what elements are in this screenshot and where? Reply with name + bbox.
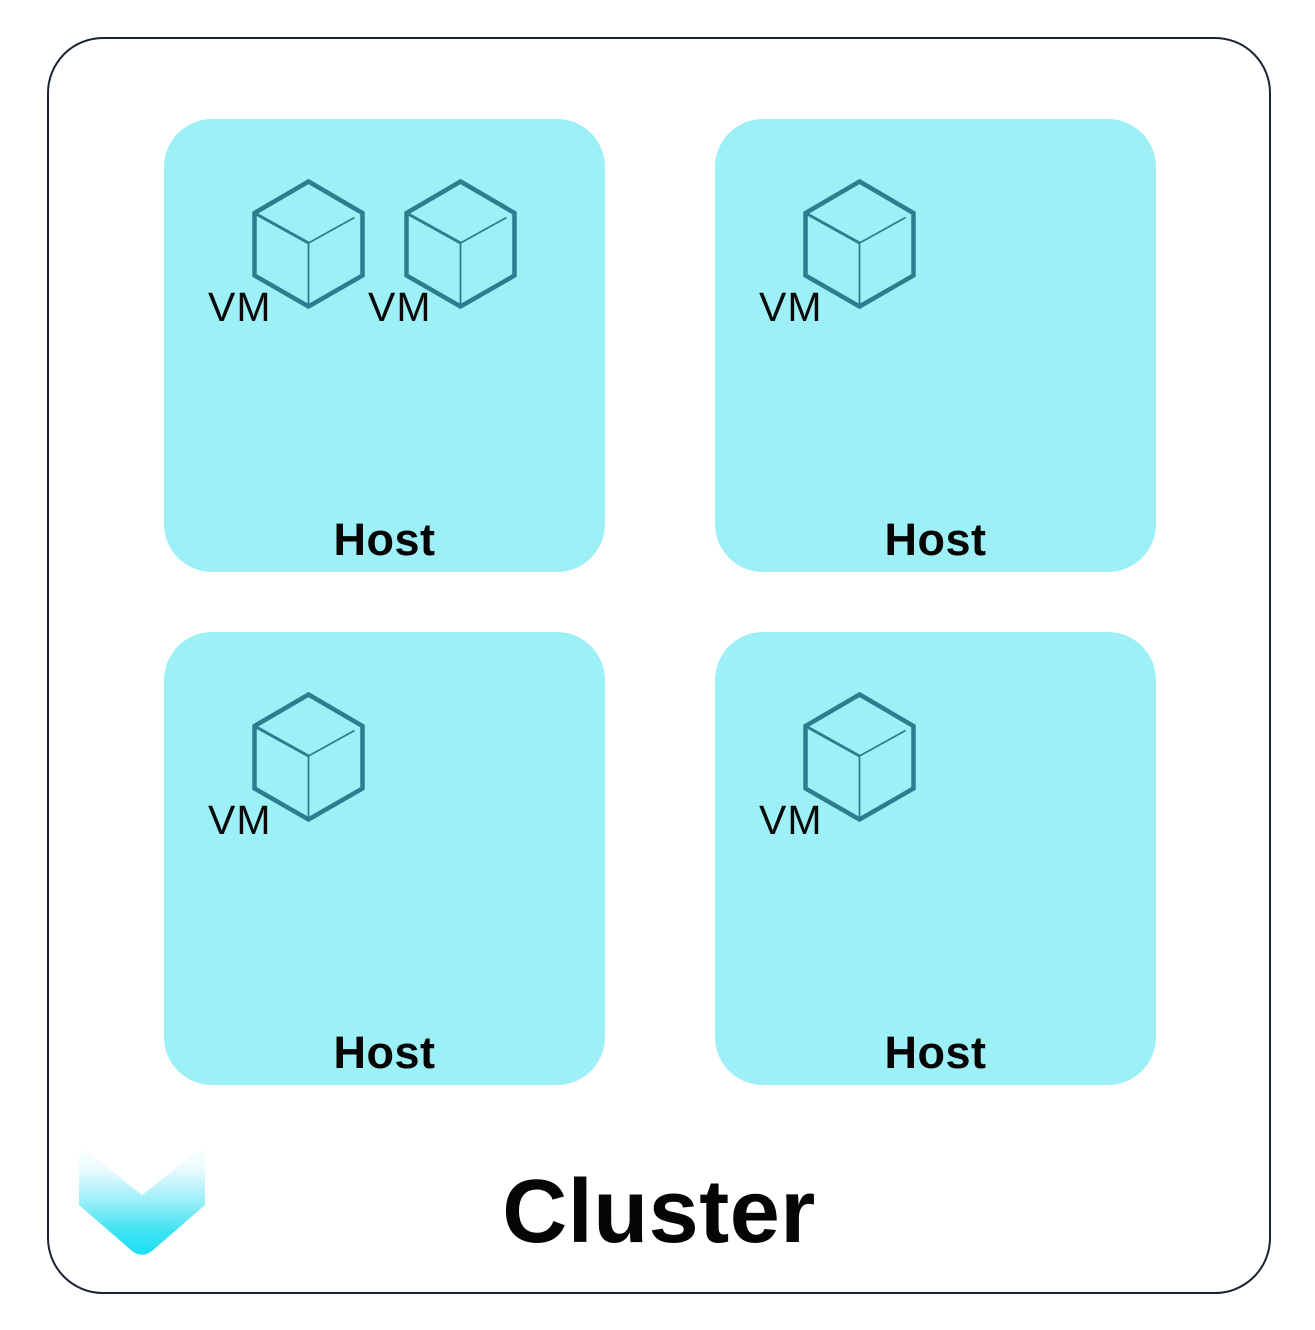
host-label: Host [884,514,987,565]
vm-cube-icon [803,179,916,309]
vm-label: VM [759,797,823,843]
cluster-container: VM VM Host VM [47,37,1271,1294]
vm-cube-icon [252,179,365,309]
host-label: Host [333,1027,436,1078]
vm-cube-icon [252,692,365,822]
host-box-2: VM Host [715,119,1156,572]
host-box-4: VM Host [715,632,1156,1085]
vm-label: VM [208,284,272,330]
vm-label: VM [759,284,823,330]
host-label: Host [884,1027,987,1078]
cluster-title: Cluster [502,1162,816,1262]
host-box-3: VM Host [164,632,605,1085]
vm-label: VM [368,284,432,330]
host-box-1: VM VM Host [164,119,605,572]
vm-label: VM [208,797,272,843]
chevron-down-icon [78,1145,206,1259]
vm-cube-icon [803,692,916,822]
vm-cube-icon [404,179,517,309]
host-label: Host [333,514,436,565]
